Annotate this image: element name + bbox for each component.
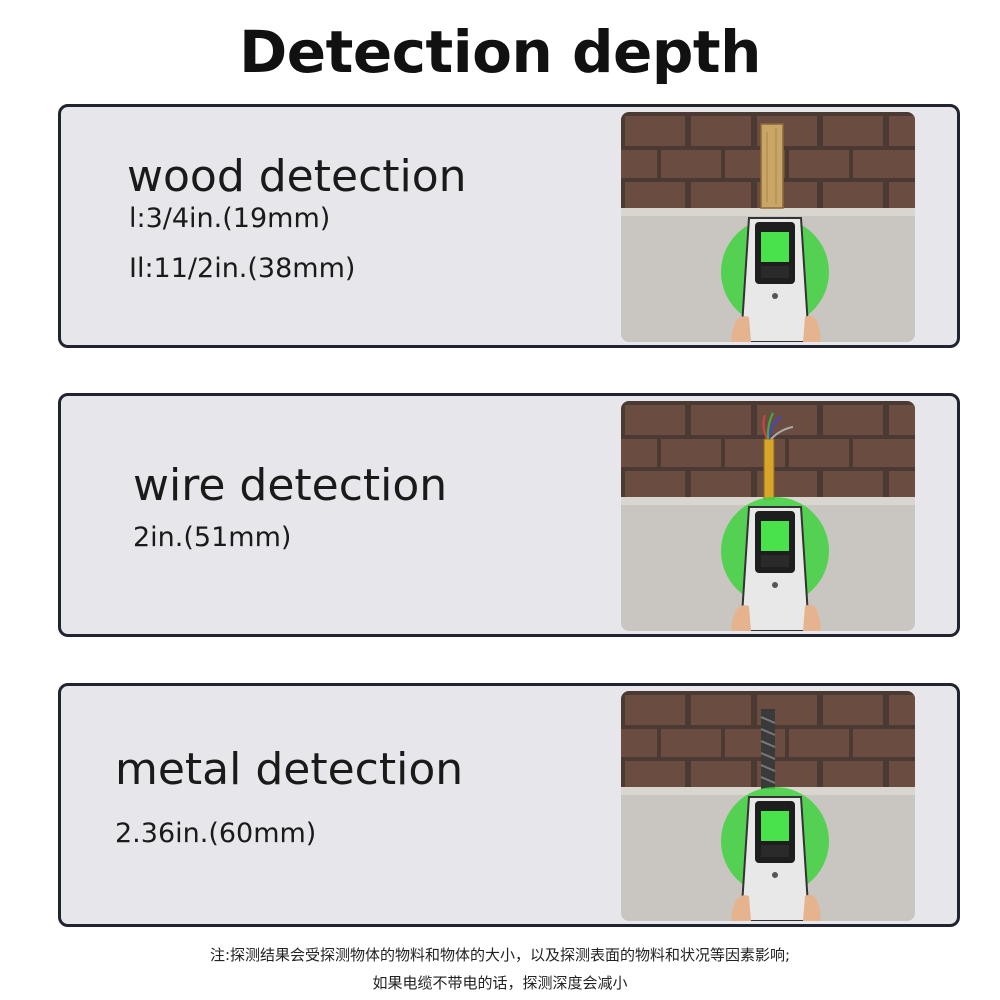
metal-detection-photo [621,691,915,921]
stud-finder-device-icon [739,217,811,342]
wire-detection-heading: wire detection [133,460,448,511]
wire-detection-photo [621,401,915,631]
wood-detection-heading: wood detection [127,151,467,202]
stud-finder-device-icon [739,796,811,921]
metal-detection-heading: metal detection [115,744,464,795]
wood-depth-2: Il:11/2in.(38mm) [129,253,356,284]
wood-depth-1: l:3/4in.(19mm) [129,203,331,234]
footnote-line-2: 如果电缆不带电的话，探测深度会减小 [372,974,628,992]
metal-detection-card: metal detection 2.36in.(60mm) [58,683,960,927]
wood-block-icon [760,123,784,209]
footnote-line-1: 注:探测结果会受探测物体的物料和物体的大小，以及探测表面的物料和状况等因素影响; [209,946,791,964]
electrical-wire-icon [762,412,794,500]
wire-detection-card: wire detection 2in.(51mm) [58,393,960,637]
wire-depth: 2in.(51mm) [133,522,292,553]
wood-detection-photo [621,112,915,342]
page-title: Detection depth [239,18,761,86]
wood-detection-card: wood detection l:3/4in.(19mm) Il:11/2in.… [58,104,960,348]
stud-finder-device-icon [739,506,811,631]
metal-depth: 2.36in.(60mm) [115,818,317,849]
rebar-icon [760,709,776,789]
